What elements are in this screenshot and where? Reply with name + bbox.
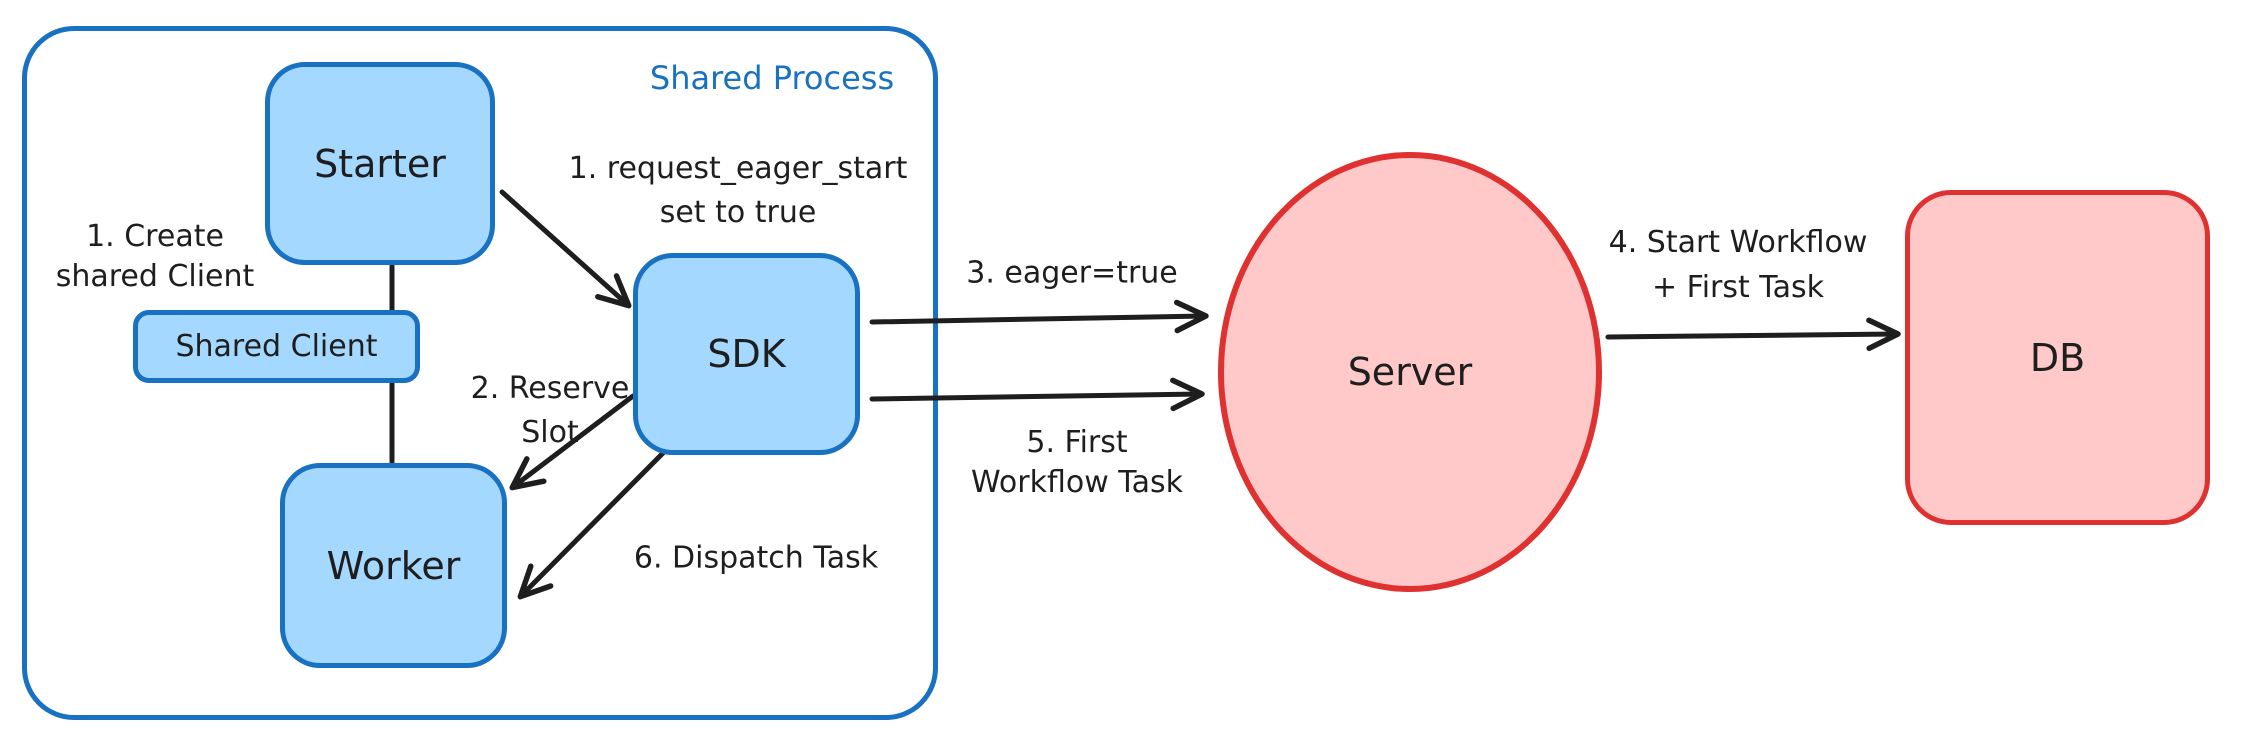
node-server: Server bbox=[1218, 152, 1602, 592]
annotation-line: 5. First bbox=[1026, 425, 1128, 460]
worker-label: Worker bbox=[326, 543, 461, 588]
annotation-line: 1. Create bbox=[86, 219, 224, 254]
node-shared-client: Shared Client bbox=[133, 310, 420, 383]
annotation-line: 1. request_eager_start bbox=[568, 151, 908, 186]
annotation-start-workflow: 4. Start Workflow + First Task bbox=[1609, 220, 1868, 310]
annotation-first-workflow-task: 5. First Workflow Task bbox=[971, 423, 1183, 503]
arrow-sdk-reserve-slot bbox=[509, 393, 636, 491]
shared-client-label: Shared Client bbox=[175, 329, 378, 364]
arrow-sdk-to-server-first-task bbox=[869, 377, 1205, 412]
annotation-reserve-slot: 2. Reserve Slot bbox=[471, 367, 630, 455]
server-label: Server bbox=[1347, 350, 1473, 394]
node-worker: Worker bbox=[280, 463, 507, 668]
annotation-eager-true: 3. eager=true bbox=[966, 255, 1178, 291]
node-starter: Starter bbox=[265, 62, 495, 265]
annotation-line: 4. Start Workflow bbox=[1608, 225, 1868, 260]
annotation-line: set to true bbox=[659, 195, 817, 230]
shared-process-container bbox=[22, 26, 938, 720]
sdk-label: SDK bbox=[707, 332, 786, 376]
arrow-starter-to-sdk bbox=[499, 189, 632, 309]
annotation-line: shared Client bbox=[55, 259, 255, 294]
node-db: DB bbox=[1905, 190, 2210, 525]
annotation-line: + First Task bbox=[1651, 270, 1825, 305]
arrow-sdk-dispatch-task bbox=[517, 449, 667, 600]
annotation-line: Slot bbox=[521, 415, 579, 450]
db-label: DB bbox=[2029, 335, 2086, 380]
node-sdk: SDK bbox=[633, 253, 860, 455]
starter-label: Starter bbox=[314, 141, 446, 186]
annotation-line: 2. Reserve bbox=[470, 371, 630, 406]
annotation-dispatch-task: 6. Dispatch Task bbox=[633, 540, 879, 576]
annotation-create-shared-client: 1. Create shared Client bbox=[56, 217, 255, 297]
shared-process-label: Shared Process bbox=[649, 59, 895, 97]
arrow-sdk-to-server-eager bbox=[869, 299, 1209, 334]
annotation-line: Workflow Task bbox=[970, 465, 1184, 500]
annotation-request-eager-start: 1. request_eager_start set to true bbox=[569, 147, 908, 235]
arrow-server-to-db bbox=[1605, 317, 1901, 352]
